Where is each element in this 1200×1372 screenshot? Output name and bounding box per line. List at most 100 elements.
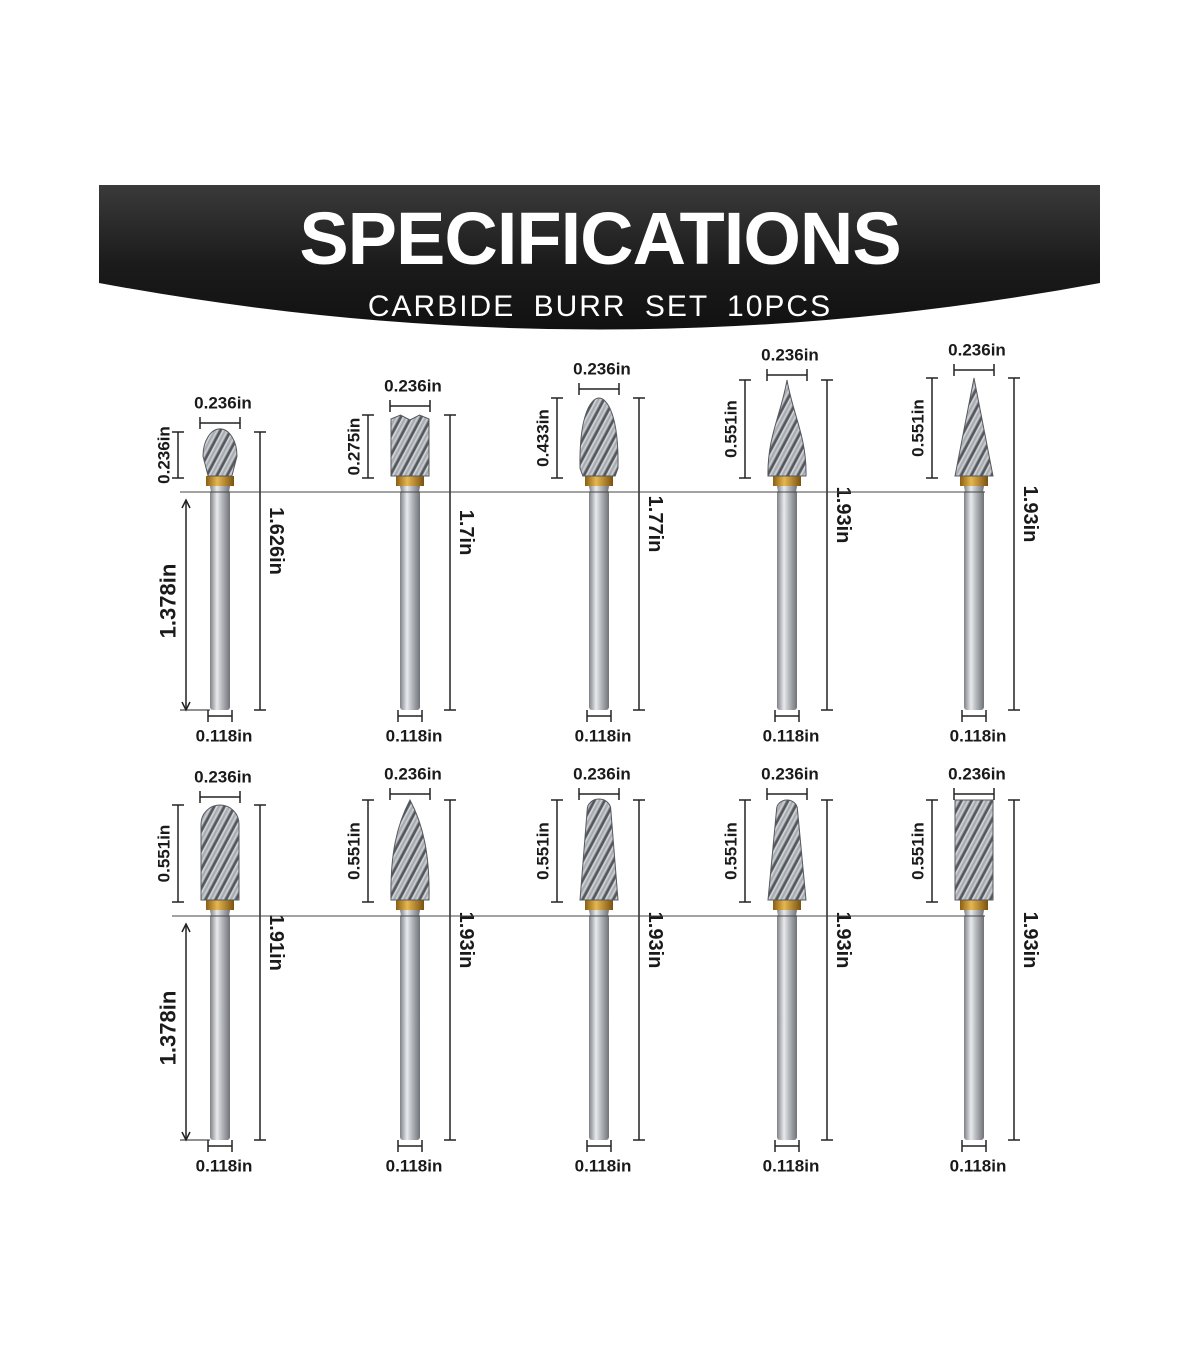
- horizontal-dimension-line: [207, 1140, 233, 1152]
- burr-shank: [777, 914, 797, 1140]
- head-length-label: 0.551in: [909, 822, 928, 880]
- vertical-dimension-line: [362, 414, 374, 479]
- vertical-dimension-line: [551, 397, 563, 479]
- head-length-label: 0.551in: [722, 822, 741, 880]
- burr-shank: [964, 914, 984, 1140]
- burr-head: [954, 377, 994, 477]
- burr-head: [579, 798, 619, 901]
- total-length-label: 1.93in: [1019, 486, 1041, 543]
- head-width-label: 0.236in: [194, 768, 252, 787]
- burr-head: [390, 414, 430, 477]
- horizontal-dimension-line: [578, 383, 620, 395]
- total-length-label: 1.77in: [644, 496, 666, 553]
- head-length-label: 0.551in: [534, 822, 553, 880]
- total-length-label: 1.93in: [832, 487, 854, 544]
- shank-diameter-label: 0.118in: [950, 1157, 1007, 1176]
- vertical-dimension-line: [362, 799, 374, 903]
- shank-diameter-label: 0.118in: [575, 1157, 632, 1176]
- burr-neck: [777, 486, 797, 492]
- shank-diameter-label: 0.118in: [763, 727, 820, 746]
- burr-shank: [964, 490, 984, 710]
- head-length-label: 0.433in: [534, 409, 553, 467]
- burr-head: [767, 799, 807, 901]
- page-subtitle: CARBIDE BURR SET 10PCS: [367, 290, 833, 323]
- horizontal-dimension-line: [766, 788, 808, 800]
- head-width-label: 0.236in: [948, 341, 1006, 360]
- horizontal-dimension-line: [389, 788, 431, 800]
- total-length-label: 1.93in: [644, 912, 666, 969]
- burr-neck: [210, 910, 230, 916]
- vertical-dimension-line: [739, 379, 751, 479]
- burr-collar: [206, 476, 234, 486]
- vertical-dimension-line: [172, 431, 184, 479]
- burr-shank: [589, 914, 609, 1140]
- shank-length-dimension: 1.378in: [156, 922, 210, 1142]
- burr-item-4: 0.118in 0.236in 0.551in 1.93in: [722, 346, 855, 746]
- horizontal-dimension-line: [586, 710, 612, 722]
- vertical-dimension-line: [444, 414, 456, 711]
- burr-shank: [210, 490, 230, 710]
- burr-collar: [773, 900, 801, 910]
- total-length-label: 1.93in: [455, 912, 477, 969]
- horizontal-dimension-line: [578, 788, 620, 800]
- burr-item-8: 0.118in 0.236in 0.551in 1.93in: [534, 765, 667, 1176]
- vertical-dimension-line: [926, 377, 938, 479]
- burr-collar: [960, 900, 988, 910]
- vertical-dimension-line: [633, 397, 645, 711]
- horizontal-dimension-line: [389, 400, 431, 412]
- head-width-label: 0.236in: [761, 346, 819, 365]
- horizontal-dimension-line: [953, 788, 995, 800]
- burr-head: [767, 379, 807, 477]
- burr-collar: [206, 900, 234, 910]
- vertical-dimension-line: [172, 804, 184, 903]
- burr-collar: [396, 476, 424, 486]
- burr-collar: [960, 476, 988, 486]
- head-width-label: 0.236in: [573, 360, 631, 379]
- head-length-label: 0.275in: [345, 418, 364, 476]
- horizontal-dimension-line: [774, 710, 800, 722]
- burr-collar: [585, 900, 613, 910]
- horizontal-dimension-line: [766, 369, 808, 381]
- horizontal-dimension-line: [199, 417, 241, 429]
- shank-diameter-label: 0.118in: [196, 1157, 253, 1176]
- vertical-dimension-line: [926, 799, 938, 903]
- burr-neck: [589, 486, 609, 492]
- head-width-label: 0.236in: [948, 765, 1006, 784]
- banner-shape: [99, 185, 1100, 330]
- vertical-dimension-line: [1008, 799, 1020, 1141]
- burr-shank: [400, 490, 420, 710]
- horizontal-dimension-line: [961, 710, 987, 722]
- burr-item-3: 0.118in 0.236in 0.433in 1.77in: [534, 360, 667, 746]
- head-width-label: 0.236in: [573, 765, 631, 784]
- vertical-dimension-line: [254, 804, 266, 1141]
- vertical-dimension-line: [821, 799, 833, 1141]
- burr-collar: [773, 476, 801, 486]
- horizontal-dimension-line: [397, 710, 423, 722]
- vertical-dimension-line: [254, 431, 266, 711]
- burr-shank: [589, 490, 609, 710]
- horizontal-dimension-line: [586, 1140, 612, 1152]
- head-length-label: 0.551in: [345, 822, 364, 880]
- shank-diameter-label: 0.118in: [575, 727, 632, 746]
- total-length-label: 1.626in: [265, 507, 287, 575]
- burr-neck: [210, 486, 230, 492]
- burr-neck: [589, 910, 609, 916]
- shank-length-label: 1.378in: [156, 991, 181, 1066]
- burr-collar: [396, 900, 424, 910]
- total-length-label: 1.91in: [265, 914, 287, 971]
- burr-head: [579, 397, 619, 477]
- head-width-label: 0.236in: [384, 765, 442, 784]
- head-length-label: 0.551in: [722, 400, 741, 458]
- shank-diameter-label: 0.118in: [386, 727, 443, 746]
- shank-diameter-label: 0.118in: [950, 727, 1007, 746]
- header-banner: [99, 185, 1100, 330]
- horizontal-dimension-line: [774, 1140, 800, 1152]
- head-width-label: 0.236in: [761, 765, 819, 784]
- vertical-dimension-line: [444, 799, 456, 1141]
- shank-diameter-label: 0.118in: [763, 1157, 820, 1176]
